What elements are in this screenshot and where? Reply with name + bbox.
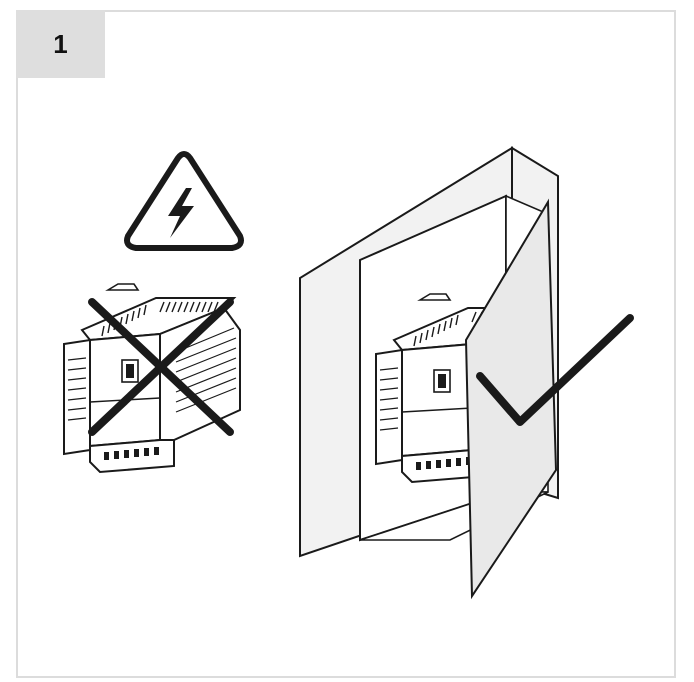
cabinet-door	[464, 198, 558, 600]
step-number: 1	[53, 28, 68, 59]
step-badge	[16, 10, 105, 78]
high-voltage-warning-icon	[124, 151, 244, 251]
cross-mark-icon	[88, 298, 234, 436]
check-mark-icon	[476, 314, 634, 426]
